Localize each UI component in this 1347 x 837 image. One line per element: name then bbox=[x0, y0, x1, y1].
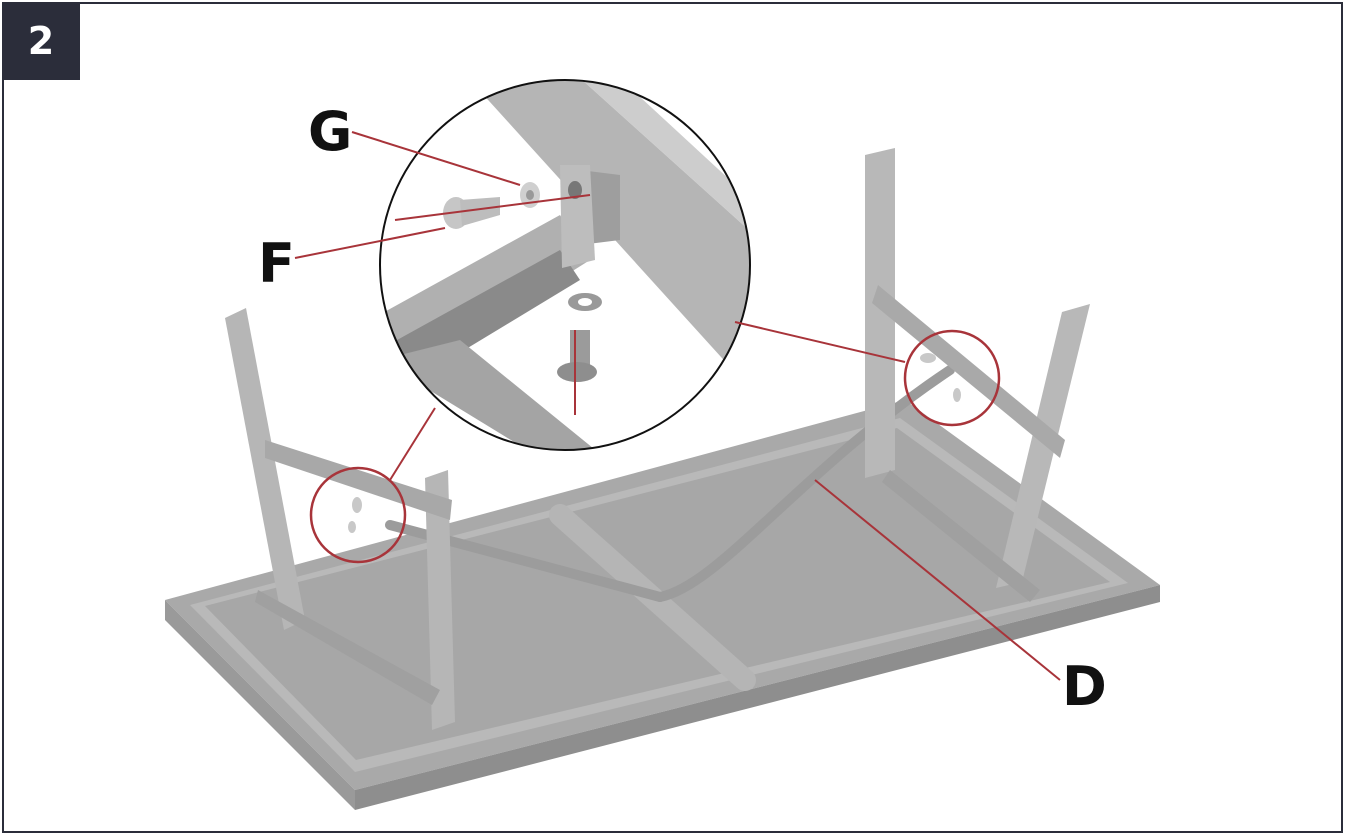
small-fasteners bbox=[348, 353, 961, 533]
detail-circle-icon bbox=[379, 79, 751, 451]
highlight-circle-icon bbox=[309, 466, 407, 564]
callout-g: G bbox=[308, 100, 352, 163]
left-leg-frame bbox=[225, 308, 455, 730]
leader-lines bbox=[294, 131, 1061, 681]
right-leg-frame bbox=[865, 148, 1090, 602]
callout-d: D bbox=[1062, 655, 1107, 718]
step-number-badge: 2 bbox=[2, 2, 80, 80]
highlight-circle-icon bbox=[903, 329, 1001, 427]
callout-f: F bbox=[258, 232, 295, 295]
